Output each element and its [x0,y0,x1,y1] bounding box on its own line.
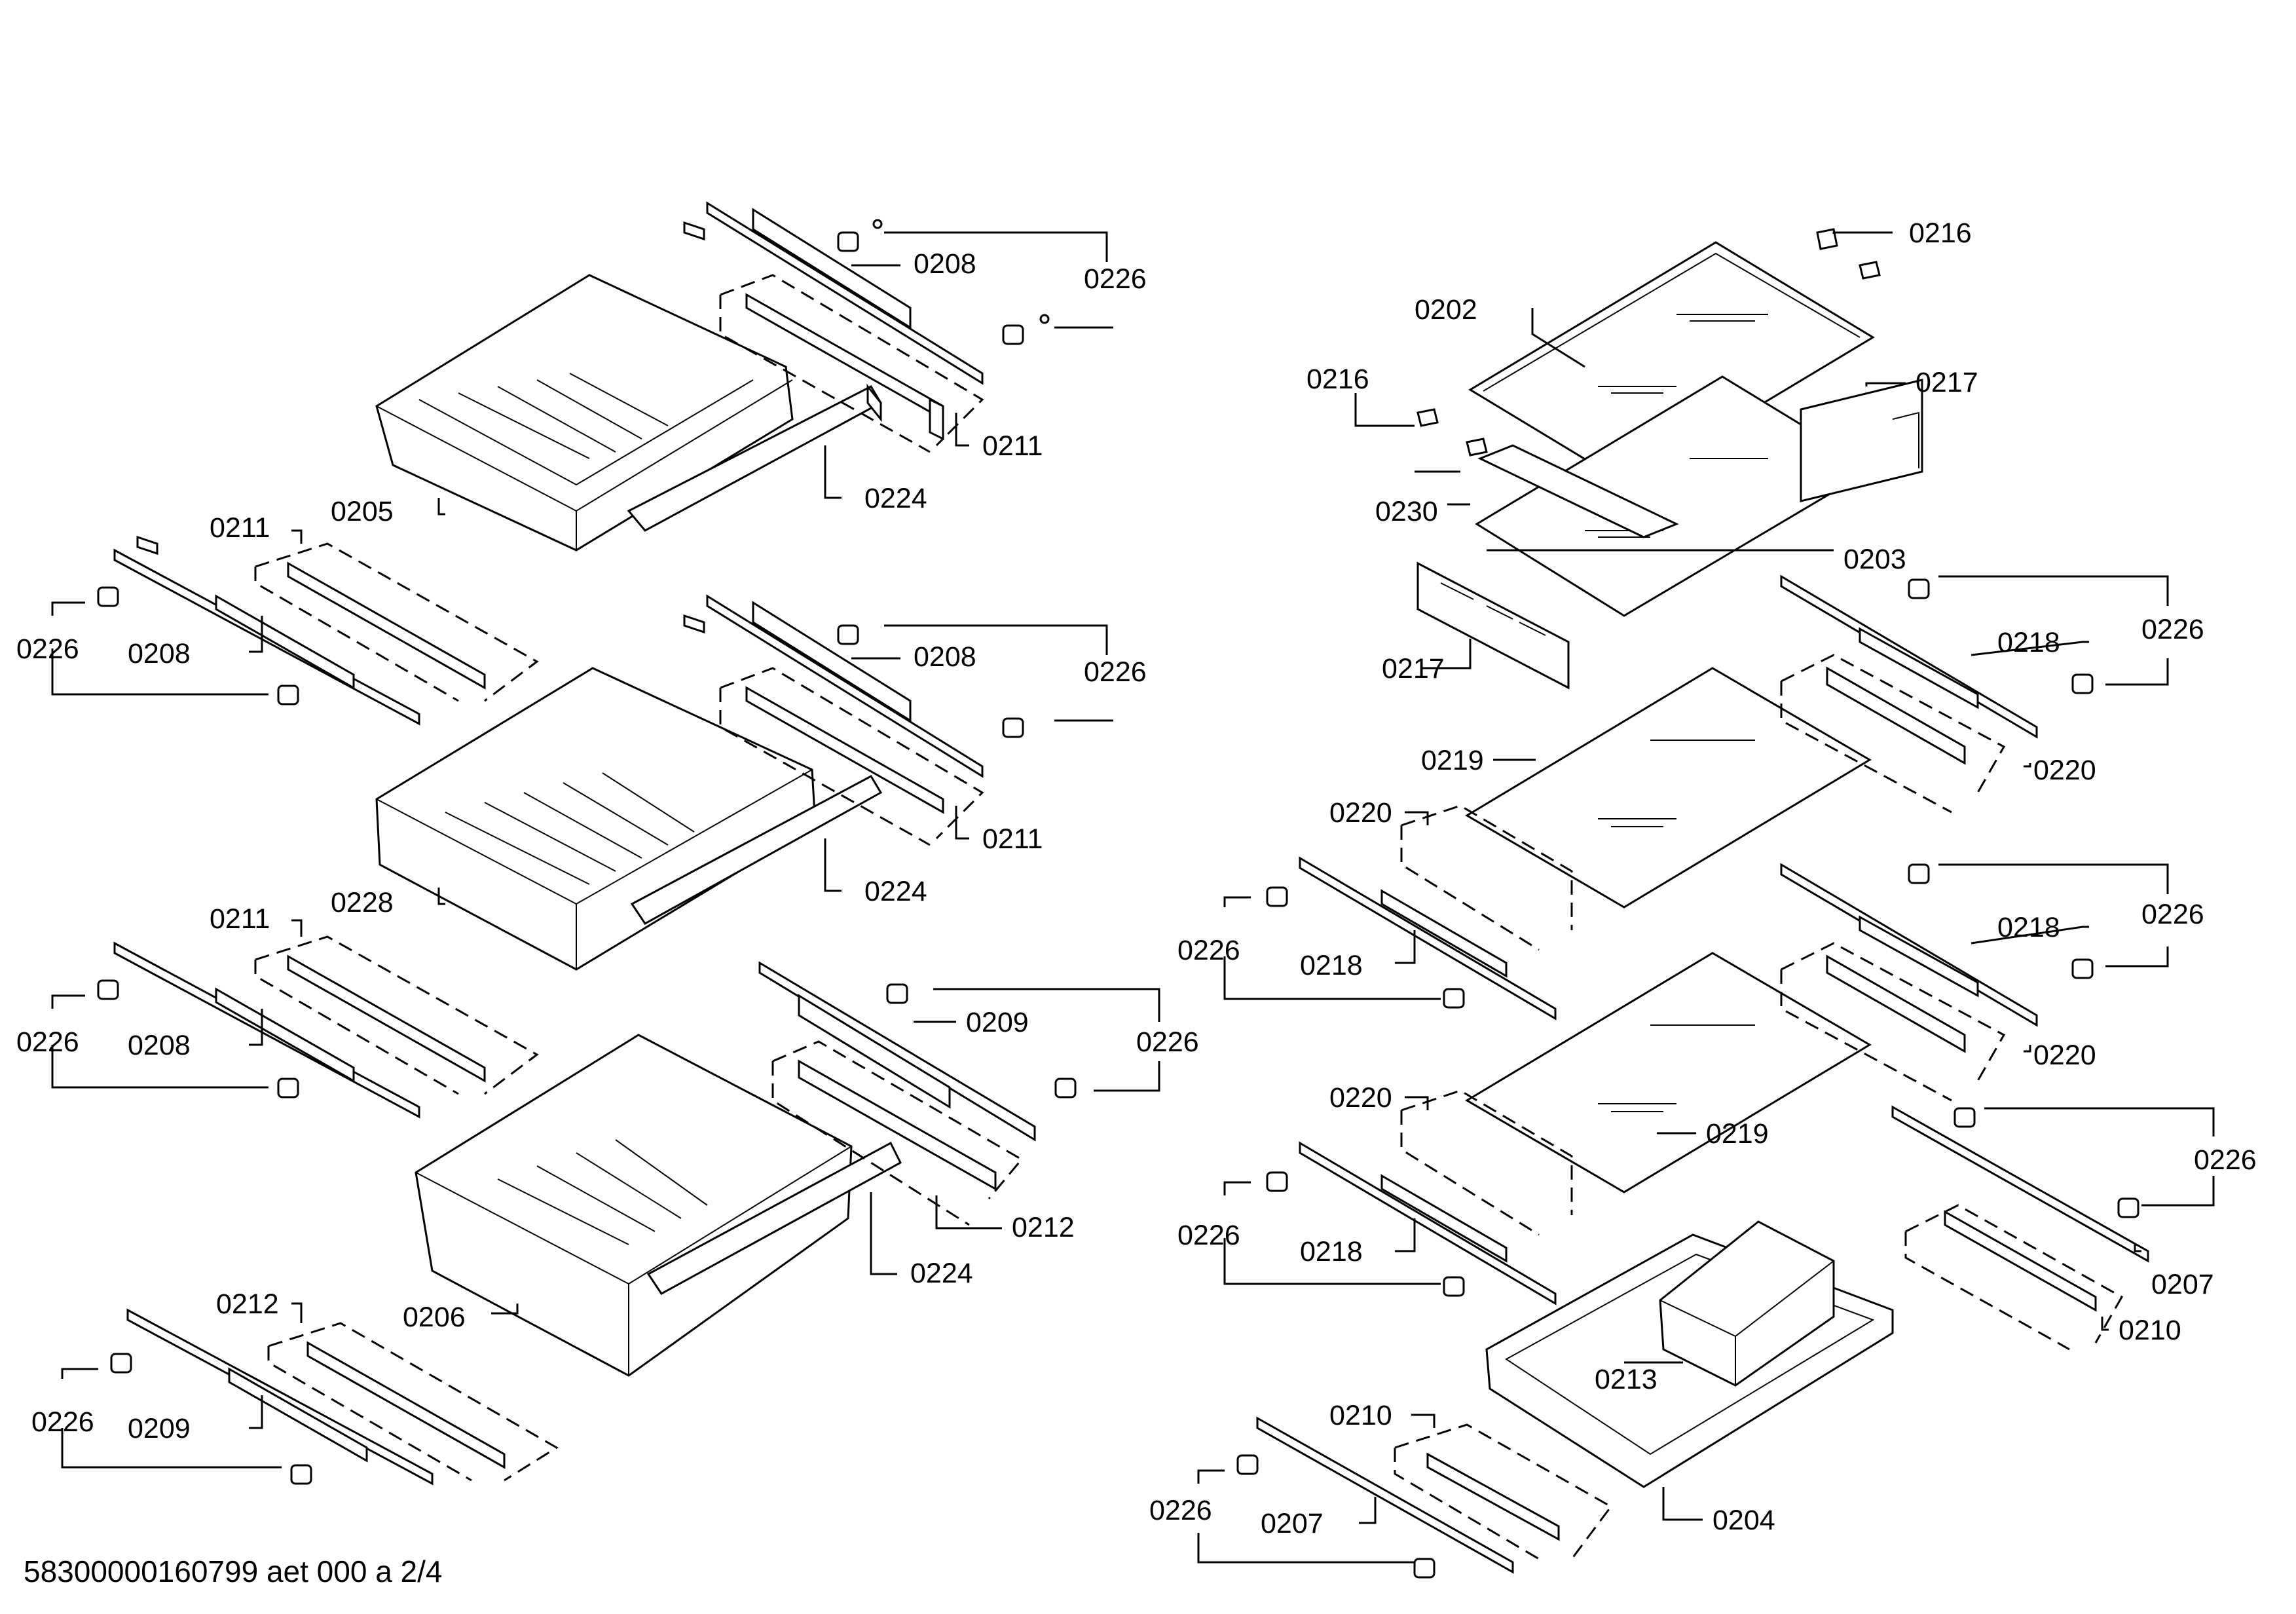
callout-label: 0219 [1706,1118,1769,1150]
rail-0209-top [758,961,1077,1226]
callout-label: 0208 [128,638,191,669]
callout-label: 0226 [2194,1144,2257,1176]
callout-label: 0218 [1997,627,2060,658]
rail-0208-mid [683,594,1024,846]
callout-label: 0207 [1261,1508,1324,1539]
callout-label: 0211 [982,823,1043,855]
callout-label: 0209 [128,1413,191,1444]
callout-label: 0219 [1421,745,1484,776]
callout-label: 0207 [2151,1269,2214,1300]
callout-label: 0217 [1916,367,1978,398]
rails-0207-0210 [1236,1105,2149,1579]
callout-label: 0230 [1375,496,1438,527]
bracket-0217-top [1800,379,1923,502]
drawer-0206 [415,1034,902,1377]
callout-label: 0212 [1012,1212,1075,1243]
drawer-0205 [375,274,883,552]
callout-label: 0204 [1713,1505,1775,1536]
callout-label: 0213 [1595,1364,1657,1395]
callout-label: 0205 [331,496,394,527]
callout-labels: 0208 0226 0211 0224 0205 0211 0226 0208 … [16,217,2257,1539]
callout-label: 0220 [2033,755,2096,786]
callout-label: 0209 [966,1007,1029,1038]
callout-label: 0220 [1329,1082,1392,1114]
callout-label: 0226 [31,1406,94,1438]
rail-0209-left [110,1308,559,1486]
callout-label: 0220 [2033,1040,2096,1071]
callout-label: 0208 [914,641,976,673]
shelf-0219-upper [1465,667,1872,909]
callout-label: 0211 [210,903,270,935]
callout-label: 0226 [16,633,79,665]
callout-label: 0226 [2141,899,2204,930]
bracket-0217-bottom [1416,561,1570,690]
callout-label: 0203 [1843,544,1906,575]
callout-label: 0211 [210,512,270,544]
callout-label: 0212 [216,1288,279,1320]
callout-label: 0226 [1149,1495,1212,1526]
callout-label: 0216 [1306,364,1369,395]
callout-label: 0218 [1300,950,1363,981]
callout-label: 0226 [2141,614,2204,645]
callout-label: 0224 [864,876,927,907]
callout-label: 0218 [1997,912,2060,943]
callout-label: 0208 [914,248,976,280]
callout-label: 0226 [1136,1026,1199,1058]
callout-label: 0208 [128,1030,191,1061]
rail-0208-left-2 [97,935,539,1119]
callout-label: 0224 [910,1258,973,1289]
callout-label: 0217 [1382,653,1445,685]
document-id: 58300000160799 aet 000 a 2/4 [24,1554,443,1588]
rails-0218-upper [1266,574,2094,1021]
callout-label: 0206 [403,1302,466,1333]
shelf-0219-lower [1465,952,1872,1193]
callout-label: 0226 [16,1026,79,1058]
rail-0208-top [683,201,984,385]
callout-label: 0224 [864,483,927,514]
callout-label: 0226 [1084,656,1147,688]
callout-label: 0211 [982,430,1043,462]
callout-label: 0226 [1084,263,1147,295]
callout-label: 0228 [331,887,394,918]
callout-label: 0210 [2119,1315,2181,1346]
clips-0216 [1416,228,1881,457]
leader-lines [51,231,2215,1564]
drawer-0228 [375,667,883,971]
callout-label: 0216 [1909,217,1972,249]
callout-label: 0210 [1329,1400,1392,1431]
callout-label: 0218 [1300,1236,1363,1267]
box-0213 [1659,1220,1835,1387]
callout-label: 0202 [1415,294,1477,326]
callout-label: 0220 [1329,797,1392,829]
rail-0211-top [719,274,984,453]
rails-0218-lower [1266,863,2094,1305]
screws-top [837,219,1050,345]
rail-0208-left-1 [97,535,539,726]
shelf-0202 [1468,241,1875,486]
callout-label: 0226 [1177,1220,1240,1251]
callout-label: 0226 [1177,935,1240,966]
